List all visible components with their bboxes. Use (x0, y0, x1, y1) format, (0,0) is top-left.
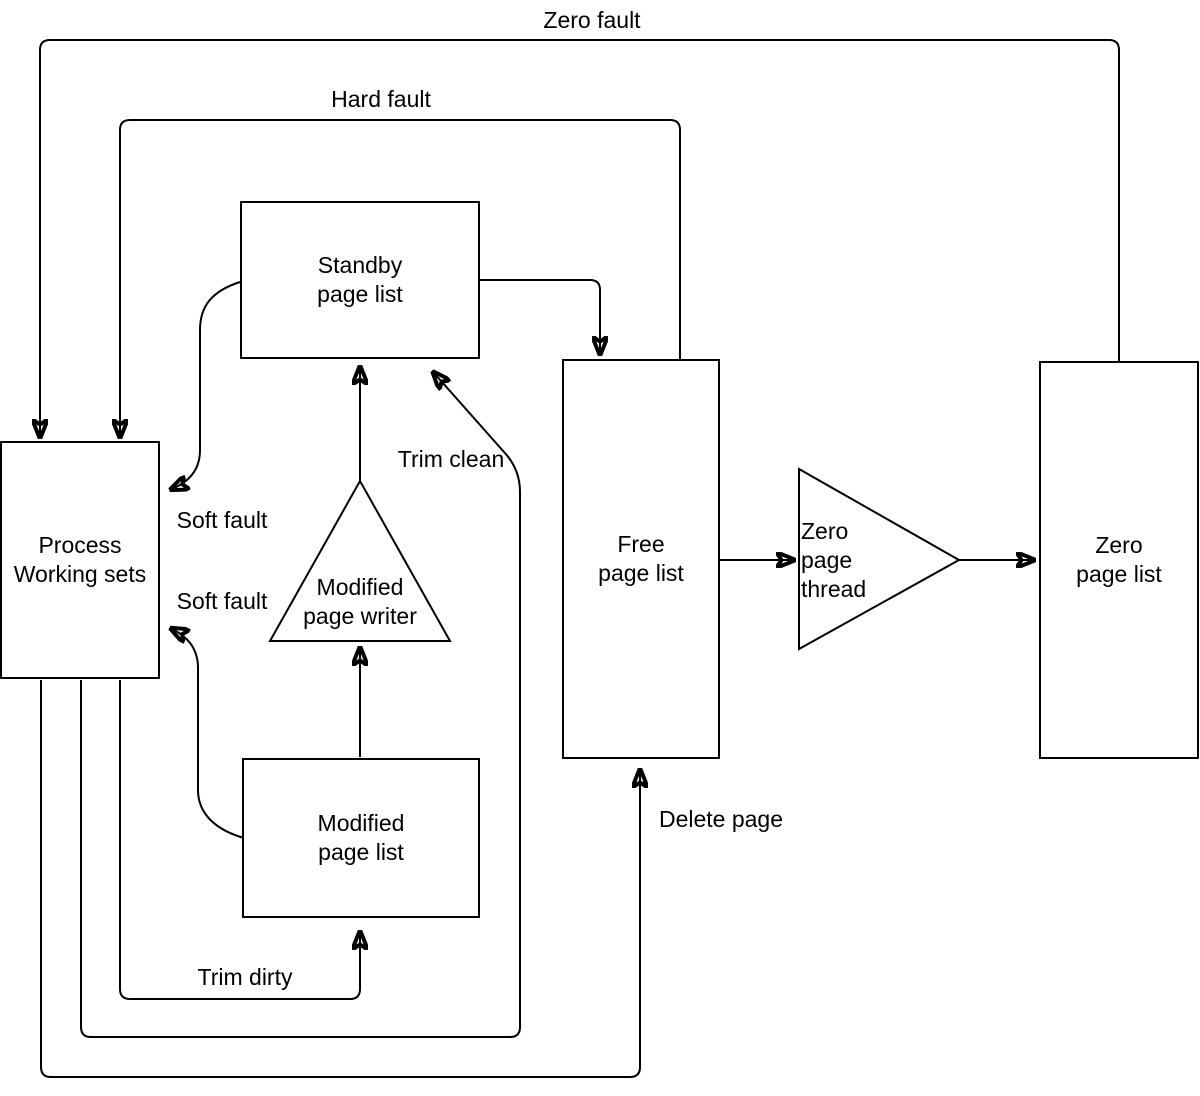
node-modified-page-list: Modified page list (242, 758, 480, 918)
node-label-line: page writer (303, 603, 417, 629)
edge-delete-page-line (40, 680, 640, 1078)
node-label-line: Modified (316, 574, 404, 600)
node-label-line: Modified (317, 810, 405, 836)
edge-label-soft-fault-standby: Soft fault (176, 507, 268, 533)
node-label-line: Zero (1095, 532, 1143, 558)
edge-trim-dirty-line (119, 680, 360, 1000)
node-label-line: page list (598, 560, 684, 586)
node-label-line: Process (38, 532, 122, 558)
edge-label-trim-clean: Trim clean (397, 446, 505, 472)
edge-soft-fault-modified-line (172, 629, 245, 839)
edge-label-soft-fault-modified: Soft fault (176, 588, 268, 614)
node-standby-page-list: Standby page list (240, 201, 480, 359)
node-process-working-sets: Process Working sets (0, 441, 160, 679)
edge-trim-clean-line (80, 373, 521, 1038)
node-label-line: Zero (801, 518, 849, 544)
node-label-line: page list (1076, 561, 1162, 587)
edge-soft-fault-standby-line (172, 281, 241, 489)
node-label-line: page list (317, 281, 403, 307)
edge-label-delete-page: Delete page (658, 806, 784, 832)
node-zero-page-thread-shape (798, 467, 962, 651)
node-label-line: thread (801, 576, 867, 602)
node-label-line: Free (617, 531, 665, 557)
edge-hard-fault-line (120, 119, 681, 436)
edge-label-zero-fault: Zero fault (543, 7, 641, 33)
node-label-line: Working sets (13, 561, 147, 587)
node-free-page-list: Free page list (562, 359, 720, 759)
node-zero-page-thread-label: Zero page thread (801, 517, 931, 604)
node-modified-page-writer-label: Modified page writer (270, 573, 450, 631)
node-label-line: page (801, 547, 853, 573)
node-zero-page-list: Zero page list (1039, 361, 1199, 759)
node-modified-page-writer-shape (268, 478, 452, 642)
edge-label-hard-fault: Hard fault (331, 86, 431, 112)
edge-standby-to-free-line (480, 279, 600, 353)
edge-zero-fault-line (40, 39, 1120, 436)
edge-label-trim-dirty: Trim dirty (197, 964, 293, 990)
node-label-line: Standby (317, 252, 403, 278)
node-label-line: page list (318, 839, 404, 865)
